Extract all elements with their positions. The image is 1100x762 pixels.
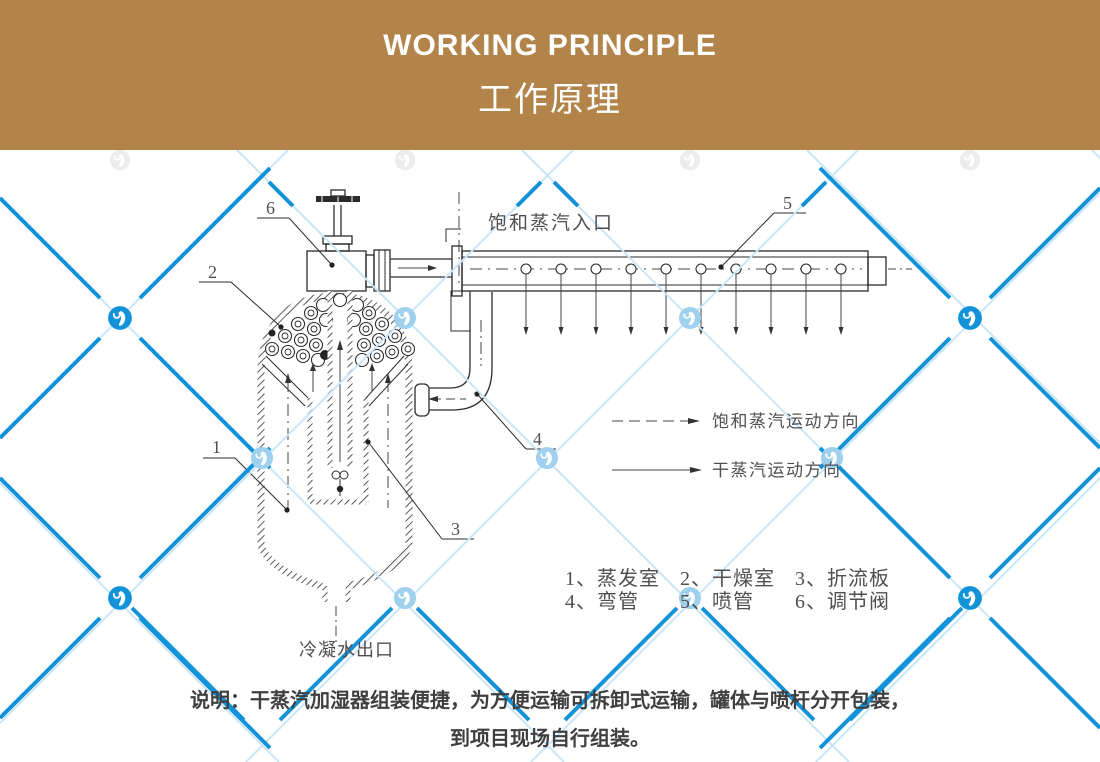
feed-pipe	[390, 258, 452, 278]
header-banner: WORKING PRINCIPLE 工作原理	[0, 0, 1100, 150]
part-item-4: 4、弯管	[565, 590, 639, 613]
drying-chamber	[307, 291, 369, 505]
watermark-bright-lines	[0, 166, 1100, 750]
diagram-labels: 饱和蒸汽入口 冷凝水出口 6 2 1 3 4 5 饱和蒸汽运动方向 干蒸汽运动方…	[208, 193, 890, 660]
brand-watermark-icon	[393, 306, 417, 330]
spray-pipe	[445, 192, 912, 335]
flow-legend	[612, 418, 702, 473]
brand-watermark-icon	[679, 150, 701, 171]
part-item-2: 2、干燥室	[680, 567, 775, 590]
callout-2: 2	[208, 262, 217, 282]
brand-watermark-icon	[535, 446, 559, 470]
brand-watermark-icon	[957, 305, 983, 331]
page-title-en: WORKING PRINCIPLE	[383, 29, 717, 62]
legend-dry-steam-label: 干蒸汽运动方向	[712, 461, 842, 480]
callout-5: 5	[783, 193, 792, 213]
brand-watermark-icon	[250, 446, 274, 470]
watermark-layer	[0, 150, 1100, 762]
brand-watermark-icon	[959, 150, 981, 171]
callout-4: 4	[533, 429, 542, 449]
part-item-1: 1、蒸发室	[565, 567, 660, 590]
legend-saturated-steam-label: 饱和蒸汽运动方向	[712, 412, 860, 431]
assembly-note-line1: 说明：干蒸汽加湿器组装便捷，为方便运输可拆卸式运输，罐体与喷杆分开包装，	[190, 690, 910, 712]
brand-watermark-icon	[393, 586, 417, 610]
callout-3: 3	[451, 519, 460, 539]
assembly-note: 说明：干蒸汽加湿器组装便捷，为方便运输可拆卸式运输，罐体与喷杆分开包装， 到项目…	[0, 682, 1100, 758]
regulating-valve	[306, 189, 391, 292]
condensate-outlet-label: 冷凝水出口	[299, 640, 394, 660]
part-item-5: 5、喷管	[680, 590, 754, 613]
callout-6: 6	[266, 198, 275, 218]
page-title-zh: 工作原理	[478, 81, 622, 119]
brand-watermark-icon	[394, 150, 416, 171]
brand-watermark-icon	[957, 585, 983, 611]
brand-watermark-icon	[109, 150, 131, 171]
brand-watermark-icon	[678, 306, 702, 330]
brand-watermark-icon	[107, 585, 133, 611]
steam-inlet-label: 饱和蒸汽入口	[488, 212, 614, 234]
part-item-3: 3、折流板	[795, 567, 890, 590]
part-item-6: 6、调节阀	[795, 590, 890, 613]
assembly-note-line2: 到项目现场自行组装。	[450, 728, 650, 750]
brand-watermark-icon	[107, 305, 133, 331]
callout-leaders	[199, 212, 806, 540]
callout-1: 1	[212, 437, 221, 457]
drawing	[199, 189, 912, 642]
